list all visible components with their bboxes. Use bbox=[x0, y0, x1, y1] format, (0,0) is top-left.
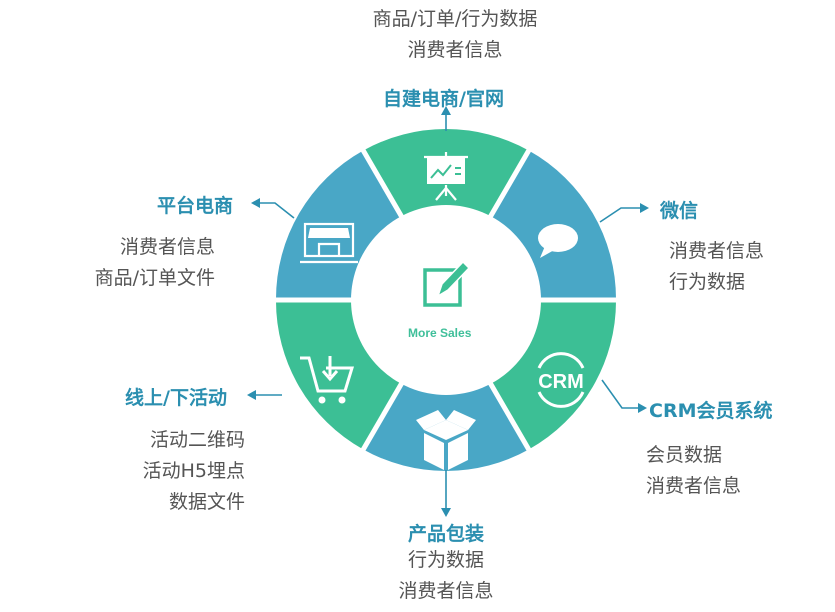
channel-right-bottom-item: 消费者信息 bbox=[646, 475, 742, 497]
segment-left-bottom bbox=[275, 300, 402, 450]
channel-top-item: 消费者信息 bbox=[407, 39, 503, 61]
arrowheads bbox=[247, 106, 649, 517]
channel-left-top-title: 平台电商 bbox=[157, 195, 234, 217]
center-circle bbox=[351, 205, 541, 395]
channel-right-bottom-items: 会员数据 消费者信息 bbox=[646, 440, 741, 502]
crm-icon: CRM bbox=[537, 352, 585, 408]
storefront-icon bbox=[300, 222, 358, 264]
channel-bottom-item: 消费者信息 bbox=[398, 580, 494, 602]
channel-right-top-item: 消费者信息 bbox=[669, 240, 765, 262]
channel-left-bottom-title: 线上/下活动 bbox=[125, 387, 227, 409]
crm-icon-text: CRM bbox=[538, 371, 584, 393]
edit-document-icon bbox=[423, 260, 471, 307]
channel-right-top-title: 微信 bbox=[660, 200, 699, 222]
center-label: More Sales bbox=[408, 326, 472, 340]
channel-top-title: 自建电商/官网 bbox=[383, 88, 504, 110]
shopping-cart-icon bbox=[300, 356, 355, 404]
channel-left-bottom-items: 活动二维码 活动H5埋点 数据文件 bbox=[100, 425, 245, 518]
package-box-icon bbox=[416, 410, 476, 470]
channel-right-bottom-item: 会员数据 bbox=[646, 444, 723, 466]
speech-bubble-icon bbox=[538, 224, 578, 258]
channel-bottom-item: 行为数据 bbox=[407, 549, 484, 571]
channel-left-top-item: 商品/订单文件 bbox=[94, 267, 215, 289]
channel-right-bottom-title: CRM会员系统 bbox=[649, 400, 773, 422]
channel-left-bottom-item: 活动H5埋点 bbox=[142, 460, 245, 482]
connector-lines bbox=[254, 113, 642, 510]
channel-left-top-items: 消费者信息 商品/订单文件 bbox=[70, 232, 215, 294]
channel-bottom-title: 产品包装 bbox=[408, 523, 485, 545]
presentation-board-icon bbox=[424, 152, 468, 201]
channel-left-bottom-item: 活动二维码 bbox=[149, 429, 245, 451]
channel-right-top-items: 消费者信息 行为数据 bbox=[669, 236, 764, 298]
channel-top-item: 商品/订单/行为数据 bbox=[372, 8, 538, 30]
channel-right-top-item: 行为数据 bbox=[669, 271, 746, 293]
segment-dividers bbox=[274, 146, 618, 454]
channel-left-bottom-item: 数据文件 bbox=[168, 491, 245, 513]
channel-bottom-items: 行为数据 消费者信息 bbox=[346, 545, 546, 607]
channel-top-items: 商品/订单/行为数据 消费者信息 bbox=[355, 4, 555, 66]
channel-left-top-item: 消费者信息 bbox=[119, 236, 215, 258]
segment-right-bottom bbox=[490, 300, 617, 450]
